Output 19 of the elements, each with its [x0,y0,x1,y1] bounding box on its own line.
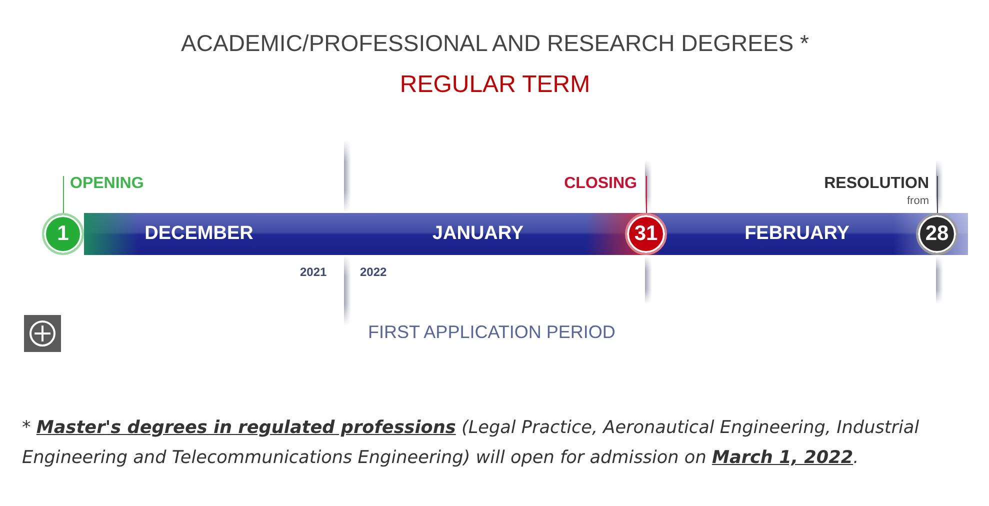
text-link: March 1, 2022 [712,448,854,468]
footnote: *Master's degrees in regulated professions (Legal Practice, Aeronautical Engineering, Industrial Engineering and Telecommunications Engineering) will open for admission on March 1, 2022. [22,417,920,470]
subtitle: REGULAR TERM [400,70,590,100]
month-label: FEBRUARY [744,222,850,246]
date-circle: 1 [42,213,84,255]
year-label: 2021 [300,264,327,280]
milestone-label: CLOSING [564,174,637,193]
date-circle: 31 [625,213,667,255]
title: ACADEMIC/PROFESSIONAL AND RESEARCH DEGREES * [181,29,809,58]
date-circle: 28 [916,213,958,255]
text-link: Master's degrees in regulated professions [36,418,456,438]
month-label: DECEMBER [144,222,254,246]
month-label: JANUARY [432,222,524,246]
timeline-bar [84,213,968,255]
year-label: 2022 [360,264,387,280]
milestone-label: RESOLUTION [824,174,929,193]
milestone-label: OPENING [70,174,144,193]
period-label: FIRST APPLICATION PERIOD [368,321,616,343]
qualifier-label: from [907,194,929,208]
